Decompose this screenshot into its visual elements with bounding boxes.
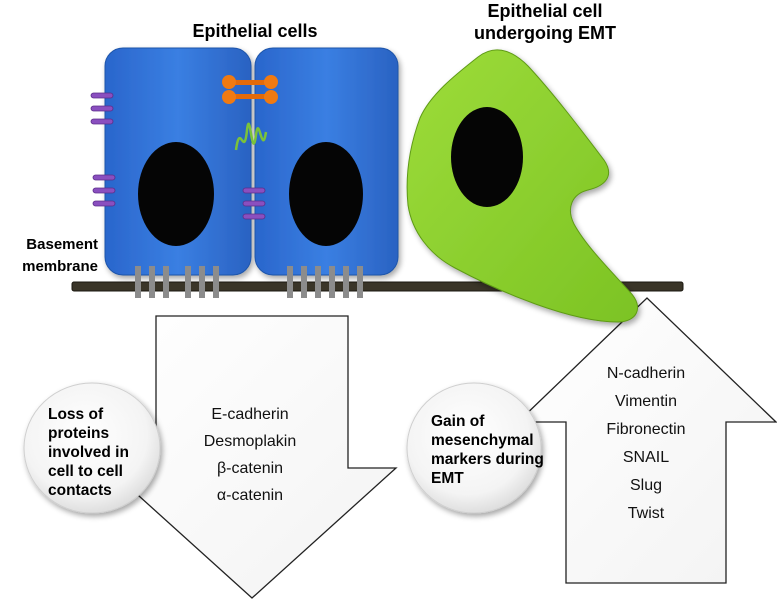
loss-label-line: Loss of <box>48 406 104 423</box>
gain-bubble <box>406 382 542 514</box>
marker-slug: Slug <box>629 477 663 494</box>
nucleus-emt <box>451 107 523 207</box>
marker-twist: Twist <box>627 505 665 522</box>
nucleus-right <box>289 142 363 246</box>
gain-markers-list: N-cadherin Vimentin Fibronectin SNAIL Sl… <box>572 360 720 528</box>
nucleus-left <box>138 142 214 246</box>
junction-proteins-middle <box>242 187 266 220</box>
epithelial-cells-title: Epithelial cells <box>192 21 318 41</box>
marker-e-cadherin: E-cadherin <box>211 406 289 423</box>
basement-membrane-label: Basement membrane <box>0 234 98 278</box>
gap-junction-icon <box>234 122 268 151</box>
loss-label-line: contacts <box>48 482 112 499</box>
desmosome-icon <box>222 75 278 104</box>
basement-membrane-line2: membrane <box>22 258 98 275</box>
marker-fibronectin: Fibronectin <box>606 421 686 438</box>
gain-label: Gain of mesenchymal markers during EMT <box>431 412 551 488</box>
loss-label: Loss of proteins involved in cell to cel… <box>48 405 158 500</box>
up-arrow <box>516 297 777 584</box>
membrane-proteins-left <box>90 92 116 207</box>
loss-markers-list: E-cadherin Desmoplakin β-catenin α-caten… <box>170 401 330 509</box>
marker-snail: SNAIL <box>622 449 670 466</box>
emt-cell-title-line1: Epithelial cell <box>487 1 603 21</box>
gain-label-line: markers during <box>431 451 544 468</box>
basement-membrane-line1: Basement <box>26 236 98 253</box>
loss-label-line: involved in <box>48 444 129 461</box>
loss-bubble <box>23 382 161 514</box>
marker-alpha-catenin: α-catenin <box>216 487 284 504</box>
marker-vimentin: Vimentin <box>615 393 677 410</box>
marker-n-cadherin: N-cadherin <box>606 365 686 382</box>
integrins-right <box>287 266 363 298</box>
gain-label-line: mesenchymal <box>431 432 534 449</box>
marker-beta-catenin: β-catenin <box>216 460 284 477</box>
emt-cell-title-line2: undergoing EMT <box>474 23 616 43</box>
loss-label-line: proteins <box>48 425 110 442</box>
emt-cell-title: Epithelial cell undergoing EMT <box>445 0 645 44</box>
gain-label-line: Gain of <box>431 413 485 430</box>
loss-label-line: cell to cell <box>48 463 123 480</box>
integrins-left <box>135 266 219 298</box>
gain-label-line: EMT <box>431 470 464 487</box>
marker-desmoplakin: Desmoplakin <box>203 433 297 450</box>
emt-cell <box>406 49 639 323</box>
